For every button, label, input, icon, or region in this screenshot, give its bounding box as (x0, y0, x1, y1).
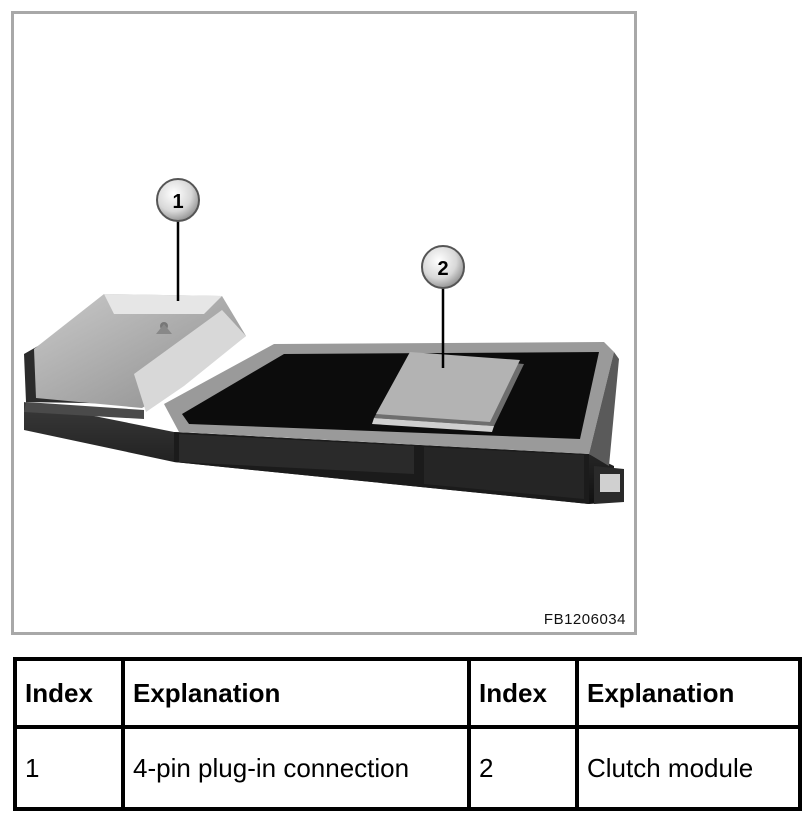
clutch-module-illustration: 1 2 (24, 178, 624, 504)
header-index: Index (13, 657, 125, 729)
callout-1: 1 (156, 178, 200, 222)
figure-frame: 1 2 FB1206034 (11, 11, 637, 635)
legend-table: Index Explanation Index Explanation 1 4-… (13, 657, 802, 811)
svg-text:1: 1 (172, 191, 183, 213)
index-cell: 2 (467, 725, 579, 811)
figure-code: FB1206034 (543, 611, 626, 628)
svg-text:2: 2 (437, 258, 448, 280)
explanation-cell: Clutch module (575, 725, 802, 811)
plug-connector (24, 294, 246, 419)
header-explanation: Explanation (575, 657, 802, 729)
index-cell: 1 (13, 725, 125, 811)
legend-header-row: Index Explanation Index Explanation (13, 657, 802, 729)
clutch-module-chip (372, 352, 524, 432)
callout-2: 2 (421, 245, 465, 289)
legend-row: 1 4-pin plug-in connection 2 Clutch modu… (13, 725, 802, 811)
header-explanation: Explanation (121, 657, 471, 729)
header-index: Index (467, 657, 579, 729)
explanation-cell: 4-pin plug-in connection (121, 725, 471, 811)
